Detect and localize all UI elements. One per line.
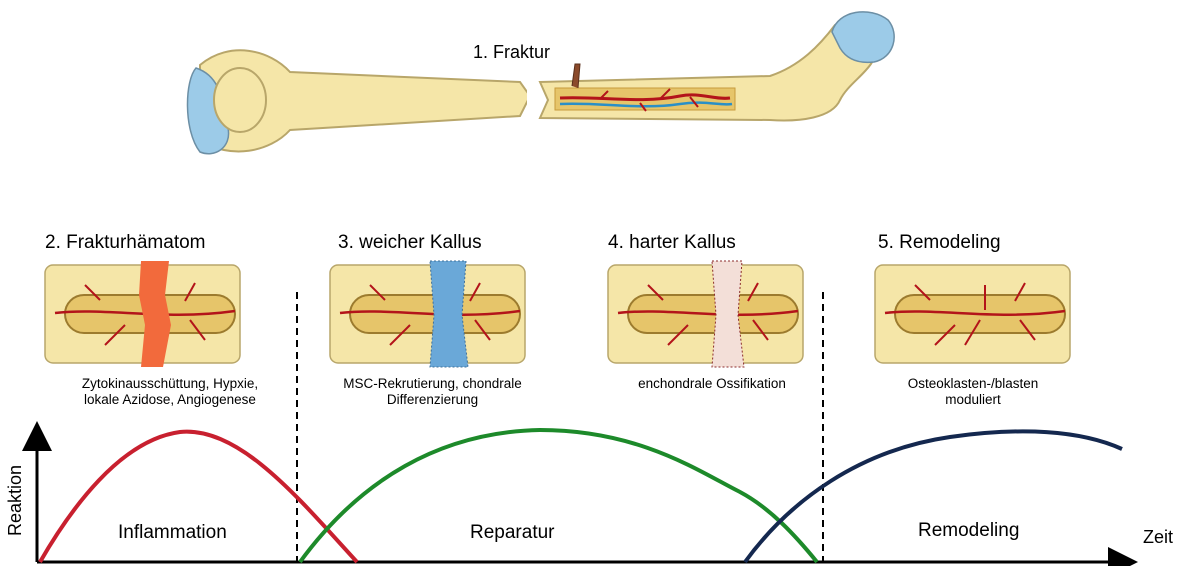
y-axis-label: Reaktion (5, 465, 26, 536)
stage-title-hard-callus: 4. harter Kallus (608, 232, 736, 254)
stage-description-soft-callus: MSC-Rekrutierung, chondrale Differenzier… (325, 376, 540, 408)
stage-description-remodeling: Osteoklasten-/blasten moduliert (883, 376, 1063, 408)
fracture-title: 1. Fraktur (473, 42, 550, 63)
phase-label-inflammation: Inflammation (118, 522, 227, 544)
stage-description-hematoma: Zytokinausschüttung, Hypxie, lokale Azid… (80, 376, 260, 408)
reparatur-curve (300, 430, 817, 562)
femur-right-fragment (540, 20, 878, 121)
stage-illustration-soft-callus (330, 261, 525, 367)
phase-label-remodeling: Remodeling (918, 520, 1019, 542)
femur-condyle (214, 68, 266, 132)
stage-description-hard-callus: enchondrale Ossifikation (612, 376, 812, 392)
stage-title-hematoma: 2. Frakturhämatom (45, 232, 206, 254)
femur-illustration (187, 12, 894, 154)
stage-illustration-remodeling (875, 265, 1070, 363)
phase-label-reparatur: Reparatur (470, 522, 555, 544)
soft-callus-region (430, 261, 468, 367)
fracture-vessel-stub (572, 64, 580, 88)
stage-title-soft-callus: 3. weicher Kallus (338, 232, 482, 254)
stage-illustration-hard-callus (608, 261, 803, 367)
stage-illustration-hematoma (45, 261, 240, 367)
x-axis-label: Zeit (1143, 527, 1173, 548)
stage-title-remodeling: 5. Remodeling (878, 232, 1001, 254)
